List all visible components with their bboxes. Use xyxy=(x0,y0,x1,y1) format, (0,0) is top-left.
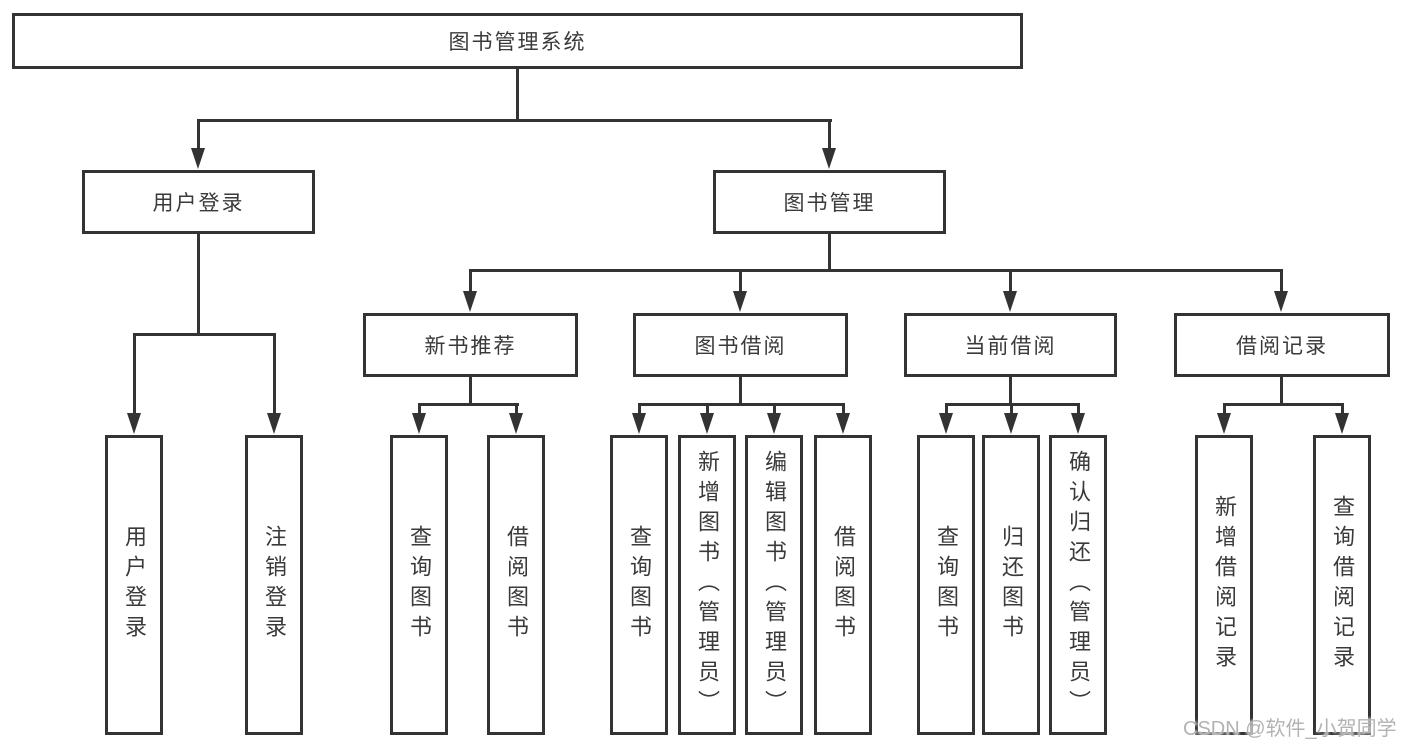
node-leaf-return-books: 归还图书 xyxy=(982,435,1040,735)
node-label: 图书管理 xyxy=(783,192,876,215)
node-leaf-add-books-admin: 新增图书（管理员） xyxy=(678,435,736,735)
connector-line xyxy=(773,403,776,415)
connector-line xyxy=(469,269,472,296)
node-label: 查询借阅记录 xyxy=(1330,495,1355,675)
connector-line xyxy=(469,269,1282,272)
arrow-down-icon xyxy=(1004,413,1018,434)
node-book-management: 图书管理 xyxy=(713,170,946,234)
connector-line xyxy=(1223,403,1343,406)
connector-line xyxy=(945,403,948,415)
arrow-down-icon xyxy=(1335,413,1349,434)
node-leaf-query-books-recommend: 查询图书 xyxy=(390,435,448,735)
node-borrowing-records: 借阅记录 xyxy=(1174,313,1390,377)
arrow-down-icon xyxy=(412,413,426,434)
node-current-borrowing: 当前借阅 xyxy=(904,313,1117,377)
node-label: 新增借阅记录 xyxy=(1212,495,1237,675)
node-user-login: 用户登录 xyxy=(82,170,315,234)
node-label: 借阅图书 xyxy=(504,525,529,645)
connector-line xyxy=(133,333,276,336)
node-leaf-user-login: 用户登录 xyxy=(105,435,163,735)
arrow-down-icon xyxy=(939,413,953,434)
arrow-down-icon xyxy=(733,291,747,312)
node-label: 查询图书 xyxy=(627,525,652,645)
csdn-watermark: CSDN @软件_小贺同学 xyxy=(1183,718,1397,740)
node-leaf-logout: 注销登录 xyxy=(245,435,303,735)
connector-line xyxy=(1341,403,1344,415)
connector-line xyxy=(133,333,136,415)
node-leaf-borrow-books: 借阅图书 xyxy=(814,435,872,735)
arrow-down-icon xyxy=(267,413,281,434)
node-leaf-add-borrow-record: 新增借阅记录 xyxy=(1195,435,1253,735)
connector-line xyxy=(469,374,472,405)
node-label: 用户登录 xyxy=(152,192,245,215)
node-leaf-query-borrow-record: 查询借阅记录 xyxy=(1313,435,1371,735)
arrow-down-icon xyxy=(632,413,646,434)
node-label: 注销登录 xyxy=(262,525,287,645)
arrow-down-icon xyxy=(1071,413,1085,434)
arrow-down-icon xyxy=(1274,291,1288,312)
node-label: 新书推荐 xyxy=(424,335,517,358)
node-leaf-query-books-current: 查询图书 xyxy=(917,435,975,735)
connector-line xyxy=(638,403,641,415)
connector-line xyxy=(706,403,709,415)
arrow-down-icon xyxy=(822,148,836,169)
node-label: 图书管理系统 xyxy=(448,31,587,54)
node-label: 确认归还（管理员） xyxy=(1066,450,1091,720)
arrow-down-icon xyxy=(509,413,523,434)
connector-line xyxy=(197,119,832,122)
connector-line xyxy=(273,333,276,415)
node-book-borrowing: 图书借阅 xyxy=(633,313,848,377)
connector-line xyxy=(197,119,200,152)
node-label: 查询图书 xyxy=(407,525,432,645)
connector-line xyxy=(515,403,518,415)
node-label: 新增图书（管理员） xyxy=(695,450,720,720)
connector-line xyxy=(1280,374,1283,405)
node-label: 借阅图书 xyxy=(831,525,856,645)
node-library-system: 图书管理系统 xyxy=(12,13,1023,69)
node-label: 归还图书 xyxy=(999,525,1024,645)
arrow-down-icon xyxy=(1217,413,1231,434)
connector-line xyxy=(1009,269,1012,296)
node-label: 当前借阅 xyxy=(964,335,1057,358)
connector-line xyxy=(418,403,421,415)
connector-line xyxy=(739,374,742,405)
arrow-down-icon xyxy=(836,413,850,434)
connector-line xyxy=(197,231,200,335)
connector-line xyxy=(739,269,742,296)
arrow-down-icon xyxy=(463,291,477,312)
node-leaf-edit-books-admin: 编辑图书（管理员） xyxy=(745,435,803,735)
node-leaf-confirm-return-admin: 确认归还（管理员） xyxy=(1049,435,1107,735)
arrow-down-icon xyxy=(127,413,141,434)
node-leaf-borrow-books-recommend: 借阅图书 xyxy=(487,435,545,735)
connector-line xyxy=(418,403,519,406)
connector-line xyxy=(828,231,831,272)
arrow-down-icon xyxy=(191,148,205,169)
connector-line xyxy=(638,403,845,406)
connector-line xyxy=(842,403,845,415)
node-label: 借阅记录 xyxy=(1236,335,1328,358)
arrow-down-icon xyxy=(1003,291,1017,312)
connector-line xyxy=(516,66,519,121)
node-new-book-recommend: 新书推荐 xyxy=(363,313,578,377)
connector-line xyxy=(1077,403,1080,415)
node-label: 查询图书 xyxy=(934,525,959,645)
node-label: 图书借阅 xyxy=(694,335,787,358)
connector-line xyxy=(1280,269,1283,296)
node-label: 用户登录 xyxy=(122,525,147,645)
node-leaf-query-books-borrow: 查询图书 xyxy=(610,435,668,735)
connector-line xyxy=(1010,403,1013,415)
connector-line xyxy=(1223,403,1226,415)
node-label: 编辑图书（管理员） xyxy=(762,450,787,720)
arrow-down-icon xyxy=(700,413,714,434)
connector-line xyxy=(828,119,831,152)
connector-line xyxy=(1009,374,1012,405)
arrow-down-icon xyxy=(767,413,781,434)
